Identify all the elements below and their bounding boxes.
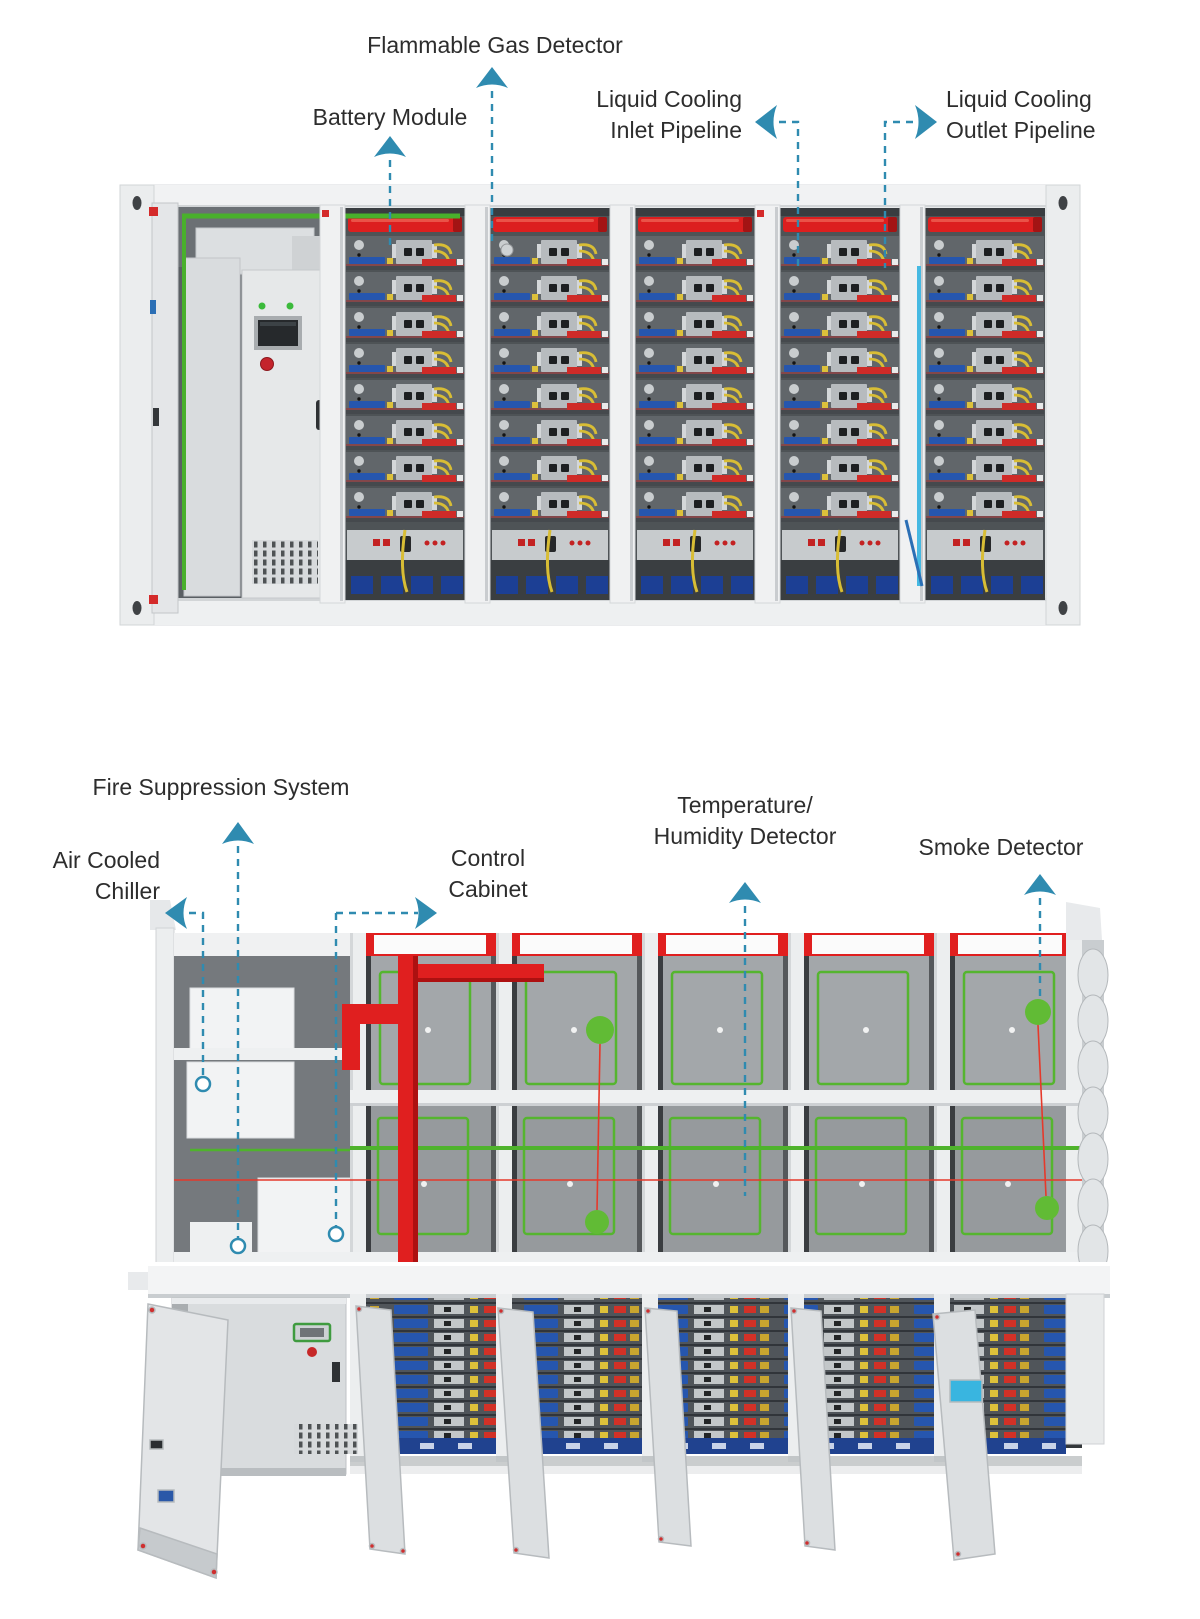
open-door[interactable] (137, 1303, 229, 1580)
door-hinge (149, 595, 158, 604)
left-frame (155, 927, 175, 1271)
battery-rack-4 (780, 208, 900, 600)
control-cabinet-top-view (257, 1177, 359, 1267)
battery-rack-1 (345, 208, 465, 600)
label-liquid-cooling-outlet: Liquid Cooling Outlet Pipeline (946, 86, 1096, 143)
detector-device (585, 1210, 609, 1234)
rack-door[interactable] (319, 204, 346, 604)
open-door[interactable] (932, 1309, 996, 1561)
status-led (258, 302, 266, 310)
bolt-hole (132, 601, 142, 615)
open-door[interactable] (497, 1307, 550, 1559)
leader-ring (194, 1075, 212, 1093)
container-bottom-rail (120, 598, 1080, 625)
roof-bay-4 (802, 954, 936, 1268)
air-cooled-chiller-unit (186, 1061, 295, 1139)
vent-grille (294, 1424, 358, 1454)
flammable-gas-arrow-icon (476, 67, 508, 88)
open-door[interactable] (644, 1307, 692, 1547)
rack-door[interactable] (609, 204, 636, 604)
battery-rack-5 (925, 208, 1045, 600)
corner-post-right (1045, 184, 1081, 626)
leader-end-rings (194, 1075, 345, 1255)
top-view-leaders (189, 846, 1042, 1238)
label-flammable-gas-detector: Flammable Gas Detector (367, 32, 623, 58)
roof-bay-1 (364, 954, 498, 1268)
status-led (286, 302, 294, 310)
label-smoke-detector: Smoke Detector (918, 834, 1084, 860)
control-cabinet-arrow-icon (415, 897, 437, 929)
battery-rack-3 (635, 208, 755, 600)
chiller-section (174, 956, 364, 1270)
top-view-arrows (165, 822, 1056, 929)
battery-rack-2 (490, 208, 610, 600)
bolt-hole (1058, 196, 1068, 210)
inlet-pipeline-arrow-icon (755, 105, 777, 139)
front-view-leaders (388, 91, 913, 270)
smoke-detector-device (1025, 999, 1051, 1025)
gas-detector-device (500, 243, 514, 257)
vent-grille (252, 540, 318, 584)
rack-door-strips (319, 204, 926, 604)
roof-bay-3 (656, 954, 790, 1268)
corrugated-end-wall (1066, 902, 1109, 1278)
roof-bay-2 (510, 954, 644, 1268)
fire-suppression-arrow-icon (222, 822, 254, 844)
label-temperature-humidity-detector: Temperature/ Humidity Detector (653, 792, 837, 849)
label-liquid-cooling-inlet: Liquid Cooling Inlet Pipeline (596, 86, 742, 143)
leader-ring (327, 1225, 345, 1243)
leader-ring (229, 1237, 247, 1255)
smoke-detector-arrow-icon (1024, 874, 1056, 895)
emergency-stop-button[interactable] (260, 357, 274, 371)
label-air-cooled-chiller: Air Cooled Chiller (52, 847, 160, 904)
outlet-pipeline-leader (883, 120, 913, 268)
open-doors (137, 1303, 996, 1580)
front-view-arrows (374, 67, 937, 157)
inlet-pipeline-leader (779, 120, 800, 270)
ceiling-detectors (585, 999, 1059, 1234)
top-view-figure (128, 900, 1110, 1580)
container-end-door[interactable] (149, 202, 179, 614)
door-label-sticker (949, 1379, 983, 1403)
rack-door[interactable] (754, 204, 781, 604)
fire-suppression-pipe (342, 956, 544, 1270)
front-band (128, 1262, 1110, 1580)
control-cabinet-leader (334, 911, 418, 1226)
label-control-cabinet: Control Cabinet (448, 845, 528, 902)
bolt-hole (132, 196, 142, 210)
bolt-hole (1058, 601, 1068, 615)
battery-module-arrow-icon (374, 136, 406, 157)
label-battery-module: Battery Module (312, 104, 468, 130)
door-hinge (149, 207, 158, 216)
container-top-rail (120, 185, 1080, 207)
door-latch[interactable] (153, 408, 159, 426)
air-cooled-chiller-unit (189, 987, 295, 1055)
outlet-pipeline-arrow-icon (915, 105, 937, 139)
temperature-humidity-arrow-icon (729, 882, 761, 903)
roof-vent-slots (374, 935, 1062, 954)
control-cabinet-front-view (241, 269, 335, 599)
air-chiller-leader (189, 911, 205, 1076)
temperature-humidity-detector-device (586, 1016, 614, 1044)
label-fire-suppression-system: Fire Suppression System (92, 774, 350, 800)
aux-cabinet (183, 257, 241, 597)
corner-post-left (119, 184, 155, 626)
front-view-figure (119, 184, 1081, 626)
door-label-sticker (157, 1489, 175, 1503)
open-door[interactable] (355, 1305, 407, 1555)
electrical-bay (178, 207, 338, 599)
roof-bay-5 (948, 954, 1082, 1268)
rack-door[interactable] (464, 204, 491, 604)
emergency-stop-button[interactable] (307, 1347, 317, 1357)
door-latch[interactable] (332, 1362, 340, 1382)
air-chiller-arrow-icon (165, 897, 187, 929)
open-door[interactable] (790, 1307, 836, 1551)
detector-device (1035, 1196, 1059, 1220)
